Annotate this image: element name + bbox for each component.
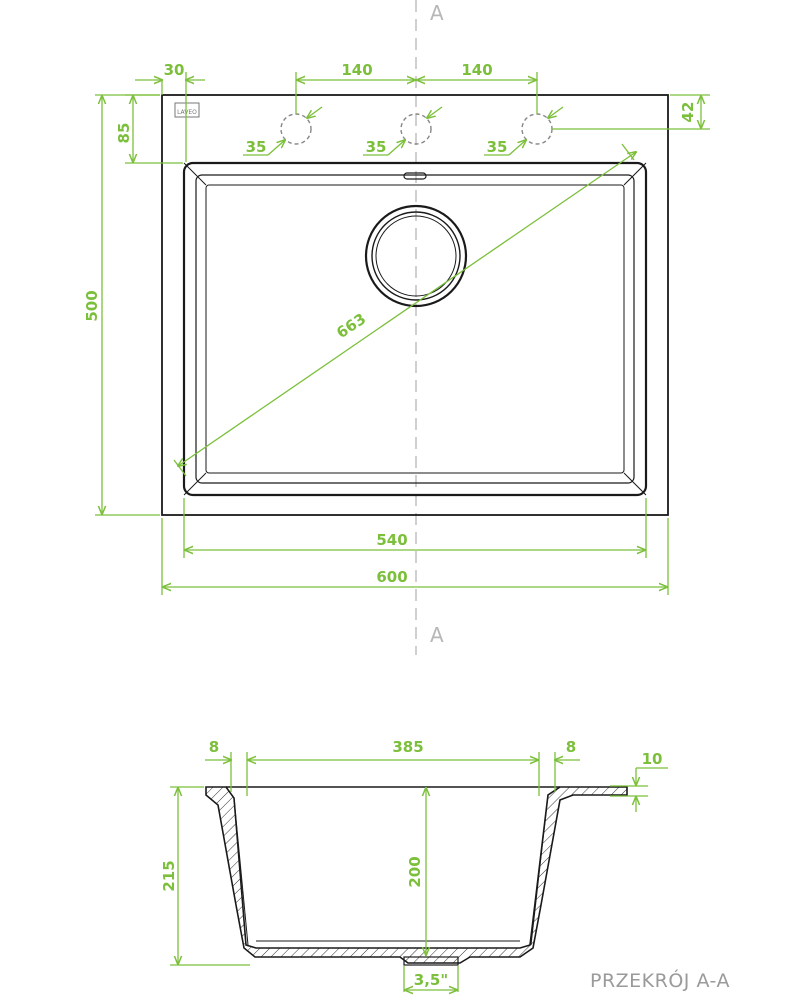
svg-text:500: 500 bbox=[83, 290, 101, 321]
overflow-slot bbox=[403, 172, 427, 180]
section-marker-top: A bbox=[430, 1, 444, 25]
svg-text:140: 140 bbox=[341, 61, 372, 79]
dim-hole-edge-right: 42 bbox=[552, 94, 710, 130]
svg-text:10: 10 bbox=[642, 750, 663, 768]
tap-hole-right bbox=[521, 113, 553, 145]
svg-text:LAVEO: LAVEO bbox=[177, 109, 197, 116]
svg-text:8: 8 bbox=[566, 738, 576, 756]
drain-outlet bbox=[403, 956, 459, 966]
dim-diagonal: 663 bbox=[173, 143, 636, 477]
svg-text:42: 42 bbox=[679, 102, 697, 123]
tap-hole-center bbox=[400, 113, 432, 145]
svg-text:600: 600 bbox=[376, 568, 407, 586]
svg-text:3,5": 3,5" bbox=[414, 971, 448, 989]
svg-text:30: 30 bbox=[164, 61, 185, 79]
tap-hole-left bbox=[280, 113, 312, 145]
dim-offset-top: 85 bbox=[115, 94, 183, 164]
top-view: A A LAVEO bbox=[83, 0, 710, 655]
dim-width-bowl: 540 bbox=[183, 498, 647, 558]
bowl-floor bbox=[205, 184, 625, 474]
dim-total-depth: 215 bbox=[160, 786, 250, 966]
section-title: PRZEKRÓJ A-A bbox=[590, 968, 730, 992]
svg-text:85: 85 bbox=[115, 123, 133, 144]
bowl-outer-edge bbox=[182, 161, 648, 497]
dim-section-widths: 8 385 8 bbox=[205, 738, 580, 796]
svg-text:35: 35 bbox=[366, 138, 387, 156]
brand-logo: LAVEO bbox=[174, 102, 200, 118]
sink-outline bbox=[161, 94, 669, 516]
svg-text:215: 215 bbox=[160, 860, 178, 891]
svg-text:140: 140 bbox=[461, 61, 492, 79]
svg-text:8: 8 bbox=[209, 738, 219, 756]
svg-text:35: 35 bbox=[246, 138, 267, 156]
dim-width-overall: 600 bbox=[161, 518, 669, 595]
dim-height-overall: 500 bbox=[83, 94, 160, 516]
svg-text:385: 385 bbox=[392, 738, 423, 756]
dim-inner-depth: 200 bbox=[406, 788, 426, 955]
svg-text:200: 200 bbox=[406, 856, 424, 887]
svg-text:663: 663 bbox=[333, 310, 369, 342]
dim-edge-left: 30 bbox=[135, 61, 205, 162]
section-marker-bottom: A bbox=[430, 623, 444, 647]
section-profile bbox=[205, 786, 628, 964]
svg-text:540: 540 bbox=[376, 531, 407, 549]
dim-drain-size: 3,5" bbox=[403, 966, 459, 992]
svg-text:35: 35 bbox=[487, 138, 508, 156]
dim-rim-thickness: 10 bbox=[610, 750, 668, 812]
section-view: 8 385 8 10 215 200 bbox=[160, 738, 730, 992]
dim-hole-spacing: 140 140 bbox=[295, 61, 538, 114]
bowl-bevel bbox=[195, 174, 635, 484]
